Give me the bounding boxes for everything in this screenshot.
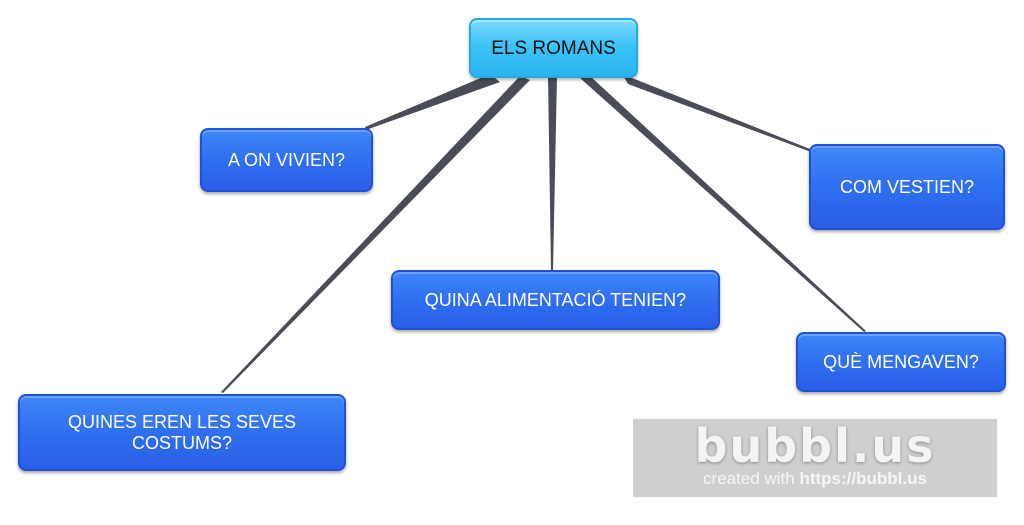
- node-quina-alimentacio[interactable]: QUINA ALIMENTACIÓ TENIEN?: [391, 270, 720, 330]
- connector-quina: [548, 76, 557, 270]
- root-node[interactable]: ELS ROMANS: [469, 18, 638, 78]
- node-que-mengaven[interactable]: QUÈ MENGAVEN?: [796, 332, 1006, 392]
- node-com-vestien[interactable]: COM VESTIEN?: [809, 144, 1005, 230]
- connector-com-vestien: [622, 74, 811, 152]
- root-label: ELS ROMANS: [491, 37, 616, 59]
- connector-quines: [221, 76, 530, 393]
- watermark-url: https://bubbl.us: [799, 469, 927, 488]
- watermark-prefix: created with: [703, 469, 795, 488]
- node-label: A ON VIVIEN?: [227, 149, 346, 170]
- node-label: QUINA ALIMENTACIÓ TENIEN?: [424, 289, 687, 310]
- node-label: COM VESTIEN?: [839, 176, 975, 197]
- connector-que-mengaven: [580, 76, 866, 332]
- node-label: QUINES EREN LES SEVES COSTUMS?: [67, 411, 297, 453]
- bubblus-logo: bubbl.us: [694, 419, 936, 473]
- node-a-on-vivien[interactable]: A ON VIVIEN?: [200, 128, 373, 192]
- node-label: QUÈ MENGAVEN?: [823, 351, 979, 372]
- bubblus-watermark[interactable]: bubbl.us created with https://bubbl.us: [633, 419, 997, 497]
- node-quines-costums[interactable]: QUINES EREN LES SEVES COSTUMS?: [18, 394, 346, 471]
- connector-a-on-vivien: [365, 74, 500, 130]
